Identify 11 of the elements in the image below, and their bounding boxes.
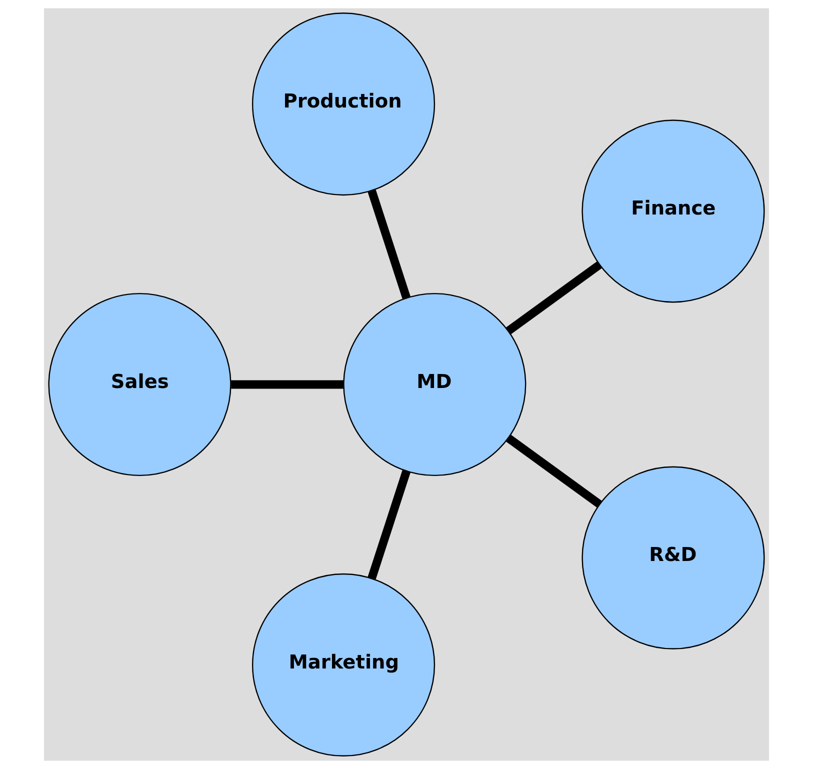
connector (368, 470, 410, 580)
connector (368, 190, 410, 299)
node-circle: Marketing (252, 573, 436, 757)
node-circle: R&D (582, 466, 765, 650)
connector (231, 380, 344, 389)
node-circle: MD (343, 292, 526, 476)
node-circle: Sales (48, 292, 232, 476)
connector (506, 434, 602, 508)
node-circle: Production (252, 12, 436, 196)
node-circle: Finance (582, 120, 765, 303)
connector (506, 261, 602, 334)
